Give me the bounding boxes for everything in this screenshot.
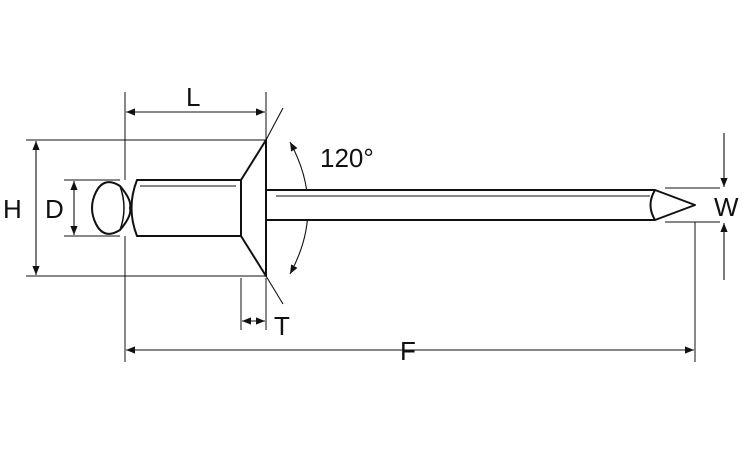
mandrel-head (91, 181, 132, 235)
label-d: D (45, 194, 64, 224)
label-t: T (274, 311, 290, 341)
dimension-labels: L H D T F W 120° (3, 82, 739, 366)
label-angle: 120° (320, 143, 374, 173)
mandrel-head-seam (119, 185, 125, 231)
rivet-body (91, 139, 696, 277)
label-h: H (3, 194, 22, 224)
mandrel (265, 189, 696, 221)
countersunk-head (240, 139, 267, 277)
extension-lines (26, 92, 720, 362)
label-w: W (714, 192, 739, 222)
rivet-sleeve (130, 179, 242, 237)
label-f: F (400, 336, 416, 366)
label-l: L (186, 82, 200, 112)
angle-line-lower (265, 275, 284, 305)
mandrel-taper (649, 189, 656, 221)
angle-line-upper (265, 107, 284, 141)
